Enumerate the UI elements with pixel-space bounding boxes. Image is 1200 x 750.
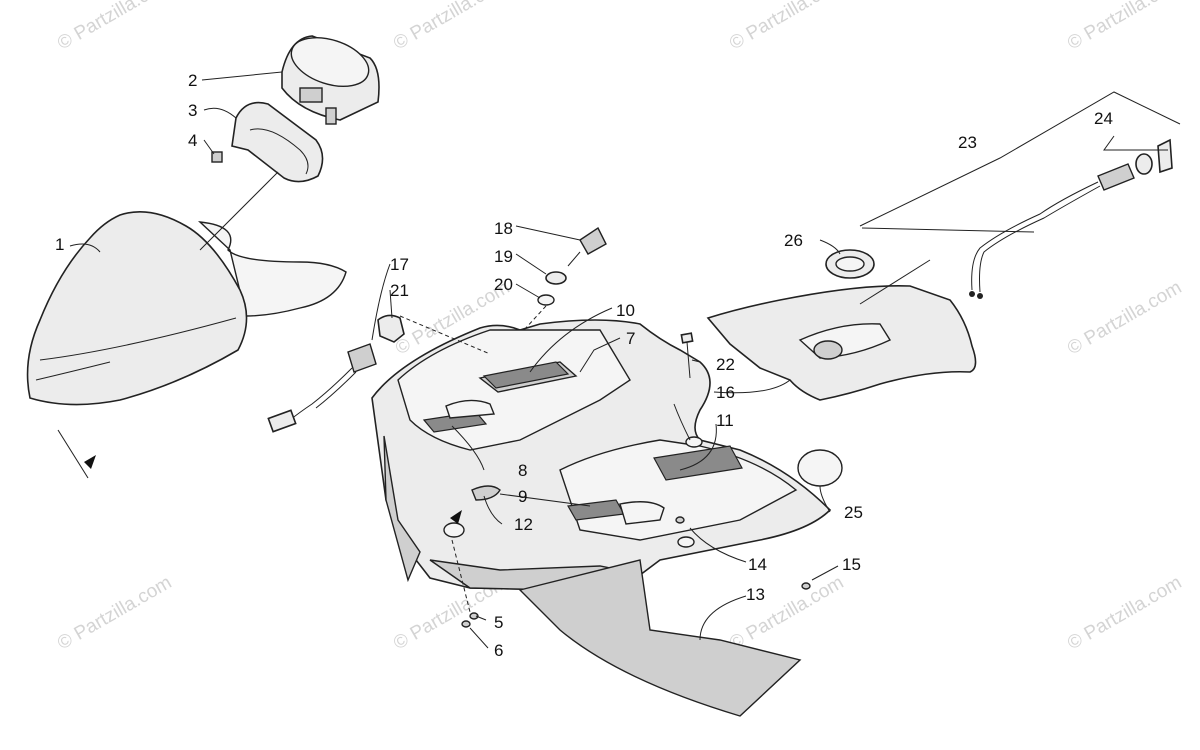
callout-25: 25: [844, 503, 863, 522]
watermark-text: © Partzilla.com: [1064, 277, 1185, 359]
callout-8: 8: [518, 461, 527, 480]
callout-10: 10: [616, 301, 635, 320]
callout-20: 20: [494, 275, 513, 294]
leader-line: [199, 171, 279, 251]
arrow-marker: [84, 455, 96, 469]
cable-assembly: [969, 138, 1173, 299]
callout-1: 1: [55, 235, 64, 254]
leader-line: [57, 429, 89, 479]
watermark-text: © Partzilla.com: [726, 0, 847, 54]
callout-26: 26: [784, 231, 803, 250]
gauge-housing: [281, 35, 380, 125]
callout-17: 17: [390, 255, 409, 274]
callout-12: 12: [514, 515, 533, 534]
callout-21: 21: [390, 281, 409, 300]
callout-18: 18: [494, 219, 513, 238]
watermark-text: © Partzilla.com: [54, 0, 175, 54]
callout-labels: 1 2 3 4 5 6 7 8 9 10 11 12 13 14 15 16 1…: [55, 71, 1113, 660]
hood-cover: [26, 210, 347, 406]
dash-console: [371, 319, 832, 591]
callout-13: 13: [746, 585, 765, 604]
watermark-text: © Partzilla.com: [54, 572, 175, 654]
callout-22: 22: [716, 355, 735, 374]
callout-24: 24: [1094, 109, 1113, 128]
callout-7: 7: [626, 329, 635, 348]
nut: [211, 151, 223, 163]
ring-seal: [825, 249, 875, 279]
callout-11: 11: [716, 411, 734, 430]
fasteners: [461, 516, 811, 628]
watermark-text: © Partzilla.com: [390, 0, 511, 54]
callout-16: 16: [716, 383, 735, 402]
callout-9: 9: [518, 487, 527, 506]
callout-4: 4: [188, 131, 197, 150]
watermark-text: © Partzilla.com: [1064, 572, 1185, 654]
callout-15: 15: [842, 555, 861, 574]
callout-5: 5: [494, 613, 503, 632]
arrow-marker: [450, 510, 462, 524]
switch-harness: [267, 314, 405, 433]
callout-14: 14: [748, 555, 767, 574]
leader-lines: [69, 71, 1181, 649]
floor-panel: [518, 559, 802, 717]
watermark-text: © Partzilla.com: [726, 572, 847, 654]
callout-19: 19: [494, 247, 513, 266]
callout-3: 3: [188, 101, 197, 120]
cap: [797, 449, 843, 487]
key-lock: [537, 226, 607, 306]
right-panel: [706, 284, 977, 401]
gauge-bracket: [231, 101, 324, 183]
callout-2: 2: [188, 71, 197, 90]
callout-6: 6: [494, 641, 503, 660]
bolt: [680, 332, 694, 379]
callout-23: 23: [958, 133, 977, 152]
cable-end: [977, 293, 983, 299]
cable-end: [969, 291, 975, 297]
watermark-text: © Partzilla.com: [1064, 0, 1185, 54]
